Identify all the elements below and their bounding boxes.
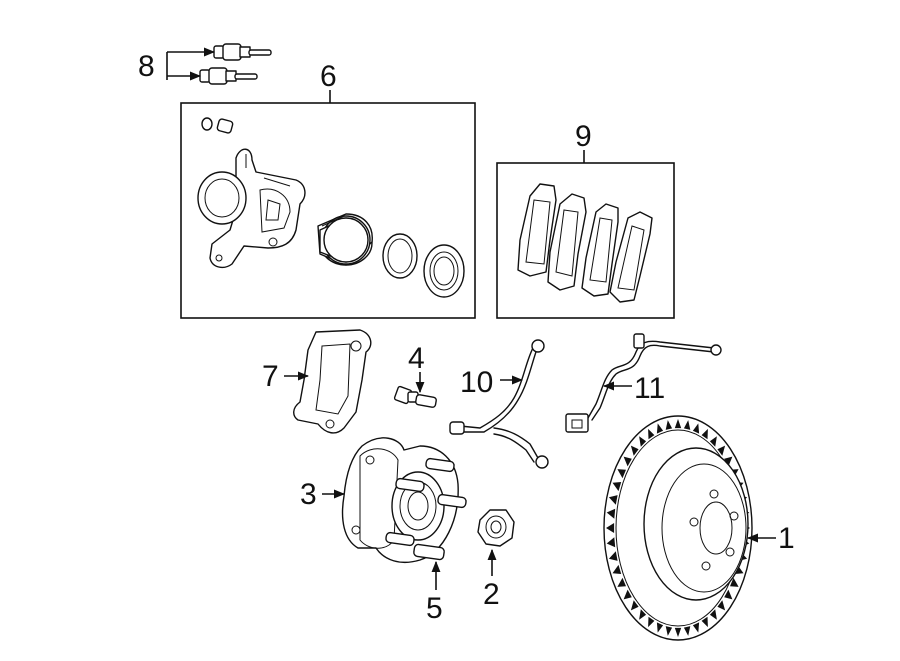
rotor-vent-slot [608, 551, 618, 561]
rotor-vent-slot [717, 600, 726, 611]
wheel-stud-icon [385, 531, 445, 561]
rotor-vent-slot [724, 456, 733, 467]
callout-number-10: 10 [460, 366, 493, 399]
rotor-vent-slot [656, 622, 664, 633]
caliper-bolt-icon [393, 385, 437, 408]
rotor-vent-slot [656, 423, 664, 434]
brake-pads-box [496, 162, 675, 319]
rotor-vent-slot [683, 626, 691, 636]
rotor-vent-slot [608, 495, 618, 505]
rotor-vent-slot [639, 436, 647, 447]
rotor-vent-slot [692, 423, 700, 434]
rotor-vent-slot [683, 420, 691, 430]
callout-number-11: 11 [634, 372, 665, 405]
callout-number-9: 9 [575, 120, 592, 153]
callout-number-7: 7 [262, 360, 279, 393]
rotor-vent-slot [606, 523, 615, 533]
rotor-vent-slot [674, 419, 682, 429]
rotor-vent-slot [617, 469, 626, 479]
brake-pads-icon [517, 183, 653, 303]
rotor-vent-slot [617, 577, 626, 587]
rotor-vent-slot [724, 589, 733, 600]
hub-nut-icon [477, 509, 515, 547]
callout-number-2: 2 [483, 578, 500, 611]
callout-number-8: 8 [138, 50, 155, 83]
rotor-vent-slot [709, 609, 717, 620]
rotor-vent-slot [606, 537, 616, 548]
rotor-vent-slot [692, 622, 700, 633]
guide-pin-icon [199, 43, 272, 85]
rotor-vent-slot [701, 616, 708, 628]
rotor-vent-slot [648, 428, 655, 440]
callout-number-4: 4 [408, 342, 425, 375]
rotor-vent-slot [665, 626, 673, 636]
caliper-piston-icon [317, 213, 373, 266]
rotor-vent-slot [648, 616, 655, 628]
rotor-vent-slot [709, 436, 717, 447]
callout-number-3: 3 [300, 478, 317, 511]
rotor-vent-slot [717, 445, 726, 456]
caliper-assembly-icon [197, 117, 306, 269]
rotor-vent-slot [639, 609, 647, 620]
rotor-vent-slots [606, 419, 750, 637]
rotor-vent-slot [630, 445, 639, 456]
rotor-vent-slot [612, 482, 622, 492]
rotor-vent-slot [701, 428, 708, 440]
rotor-vent-slot [630, 600, 639, 611]
caliper-bracket-icon [293, 329, 372, 434]
rotor-vent-slot [612, 564, 622, 574]
caliper-kit-box [180, 102, 476, 319]
callout-number-6: 6 [320, 60, 337, 93]
rotor-vent-slot [623, 456, 632, 467]
callout-number-1: 1 [778, 522, 795, 555]
dust-boot-icon [423, 244, 465, 298]
rotor-vent-slot [606, 508, 616, 519]
piston-seal-icon [382, 233, 418, 279]
brake-hose-icon [449, 339, 549, 469]
rotor-vent-slot [674, 627, 682, 637]
rotor-vent-slot [730, 577, 739, 587]
abs-sensor-icon [565, 333, 722, 433]
wheel-hub-bearing-icon [341, 437, 467, 564]
rotor-vent-slot [623, 589, 632, 600]
rotor-vent-slot [665, 420, 673, 430]
brake-rotor-icon [603, 415, 753, 641]
callout-number-5: 5 [426, 592, 443, 625]
